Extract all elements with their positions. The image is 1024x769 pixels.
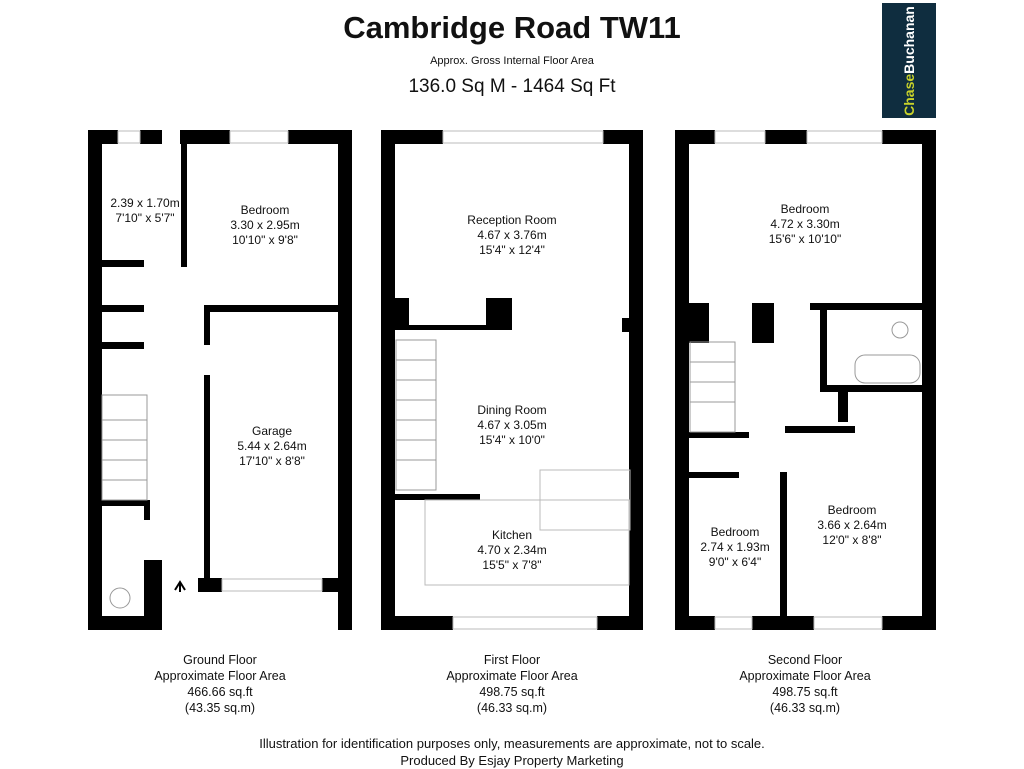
room-metric: 3.66 x 2.64m: [817, 518, 887, 532]
room-metric: 4.67 x 3.05m: [477, 418, 547, 432]
floor-sqm: (46.33 sq.m): [476, 701, 548, 715]
room-imperial: 17'10" x 8'8": [239, 454, 305, 468]
room-name: Bedroom: [240, 203, 290, 217]
floor-sqm: (43.35 sq.m): [184, 701, 256, 715]
room-metric: 2.39 x 1.70m: [110, 196, 180, 210]
total-area: 136.0 Sq M - 1464 Sq Ft: [408, 76, 616, 97]
floor-label: Approximate Floor Area: [154, 669, 286, 683]
floor-sqft: 466.66 sq.ft: [187, 685, 253, 699]
footer: Illustration for identification purposes…: [0, 735, 1024, 769]
room-metric: 4.70 x 2.34m: [477, 543, 547, 557]
producer-credit: Produced By Esjay Property Marketing: [400, 753, 624, 768]
floor-sqft: 498.75 sq.ft: [772, 685, 838, 699]
floor-sqm: (46.33 sq.m): [769, 701, 841, 715]
room-metric: 3.30 x 2.95m: [230, 218, 300, 232]
disclaimer: Illustration for identification purposes…: [259, 736, 765, 751]
room-metric: 4.67 x 3.76m: [477, 228, 547, 242]
room-imperial: 15'4" x 10'0": [479, 433, 545, 447]
room-name: Reception Room: [467, 213, 557, 227]
room-name: Kitchen: [491, 528, 533, 542]
room-imperial: 15'4" x 12'4": [479, 243, 545, 257]
floor-name: Ground Floor: [183, 653, 257, 667]
room-metric: 2.74 x 1.93m: [700, 540, 770, 554]
room-imperial: 15'5" x 7'8": [482, 558, 542, 572]
room-imperial: 12'0" x 8'8": [822, 533, 882, 547]
room-imperial: 15'6" x 10'10": [768, 232, 842, 246]
room-name: Bedroom: [827, 503, 877, 517]
page-title: Cambridge Road TW11: [343, 10, 681, 45]
room-name: Bedroom: [780, 202, 830, 216]
logo: ChaseBuchanan: [882, 3, 936, 118]
subtitle: Approx. Gross Internal Floor Area: [430, 55, 594, 67]
room-metric: 5.44 x 2.64m: [237, 439, 307, 453]
floor-sqft: 498.75 sq.ft: [479, 685, 545, 699]
room-imperial: 7'10" x 5'7": [115, 211, 175, 225]
floor-name: First Floor: [483, 653, 541, 667]
room-name: Bedroom: [710, 525, 760, 539]
room-metric: 4.72 x 3.30m: [770, 217, 840, 231]
floor-label: Approximate Floor Area: [739, 669, 871, 683]
room-name: Dining Room: [477, 403, 547, 417]
room-name: Garage: [251, 424, 293, 438]
floor-label: Approximate Floor Area: [446, 669, 578, 683]
floor-name: Second Floor: [767, 653, 843, 667]
room-imperial: 10'10" x 9'8": [232, 233, 298, 247]
room-imperial: 9'0" x 6'4": [708, 555, 762, 569]
